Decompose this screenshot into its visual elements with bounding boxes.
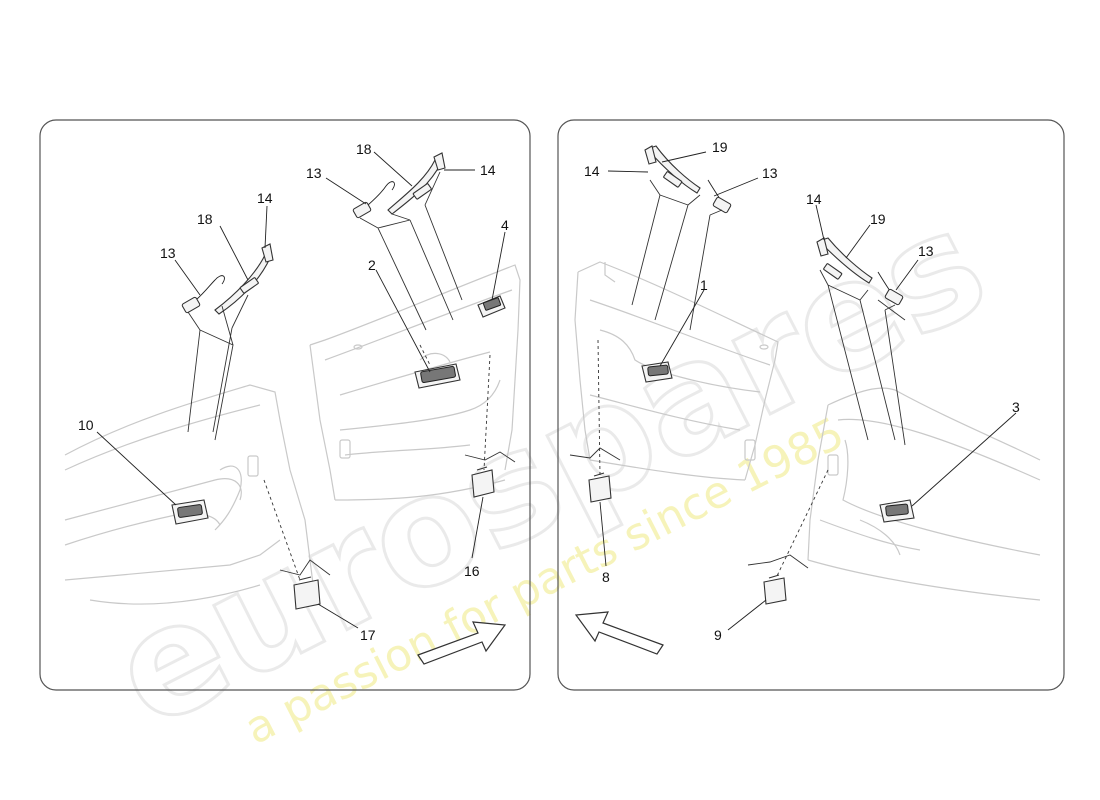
- part-1-switch: [641, 361, 673, 383]
- left-leader-lines: [96, 151, 506, 629]
- callout-13-b: 13: [306, 165, 322, 181]
- left-callout-labels: 2 4 10 13 13 14 14 16 17 18 18: [78, 141, 509, 643]
- right-direction-arrow: [574, 611, 664, 655]
- left-panel-frame: [39, 119, 531, 691]
- left-panel: 2 4 10 13 13 14 14 16 17 18 18: [39, 119, 531, 691]
- callout-19-b: 19: [870, 211, 886, 227]
- part-3-switch: [879, 499, 915, 523]
- callout-18-b: 18: [356, 141, 372, 157]
- callout-10: 10: [78, 417, 94, 433]
- callout-1: 1: [700, 277, 708, 293]
- right-front-door-trim: [574, 261, 779, 481]
- part-2-switch-pack: [414, 363, 461, 389]
- right-rear-door-trim: [807, 387, 1041, 601]
- right-panel: 1 3 8 9 13 13 14 14 19 19: [557, 119, 1065, 691]
- callout-18-a: 18: [197, 211, 213, 227]
- callout-17: 17: [360, 627, 376, 643]
- part-13-connector-b: [352, 181, 395, 219]
- callout-16: 16: [464, 563, 480, 579]
- right-callout-labels: 1 3 8 9 13 13 14 14 19 19: [584, 139, 1020, 643]
- part-18-strip-b: [387, 152, 446, 215]
- part-16-module: [471, 466, 495, 498]
- callout-4: 4: [501, 217, 509, 233]
- part-10-switch: [171, 499, 209, 525]
- watermark-brand: eurospares: [87, 176, 1011, 762]
- watermark: eurospares a passion for parts since 198…: [86, 175, 1013, 764]
- part-8-module: [588, 472, 612, 503]
- callout-13-d: 13: [918, 243, 934, 259]
- callout-14-a: 14: [257, 190, 273, 206]
- callout-19-a: 19: [712, 139, 728, 155]
- callout-2: 2: [368, 257, 376, 273]
- part-4-switch: [477, 295, 506, 318]
- part-13-connector-c: [707, 179, 732, 214]
- right-leader-lines: [599, 151, 1017, 631]
- part-17-module: [293, 576, 321, 610]
- callout-14-c: 14: [584, 163, 600, 179]
- part-19-strip-b: [816, 237, 873, 284]
- part-9-module: [763, 574, 787, 605]
- part-18-strip-a: [214, 243, 274, 315]
- left-direction-arrow: [417, 621, 507, 665]
- right-panel-frame: [557, 119, 1065, 691]
- left-reference-lines: [187, 171, 516, 581]
- part-13-connector-d: [877, 271, 904, 306]
- callout-14-d: 14: [806, 191, 822, 207]
- part-13-connector-a: [181, 275, 225, 314]
- part-19-strip-a: [644, 145, 701, 194]
- callout-9: 9: [714, 627, 722, 643]
- callout-3: 3: [1012, 399, 1020, 415]
- callout-8: 8: [602, 569, 610, 585]
- callout-13-c: 13: [762, 165, 778, 181]
- left-rear-door-trim: [309, 264, 521, 501]
- callout-13-a: 13: [160, 245, 176, 261]
- right-reference-lines: [569, 179, 906, 579]
- callout-14-b: 14: [480, 162, 496, 178]
